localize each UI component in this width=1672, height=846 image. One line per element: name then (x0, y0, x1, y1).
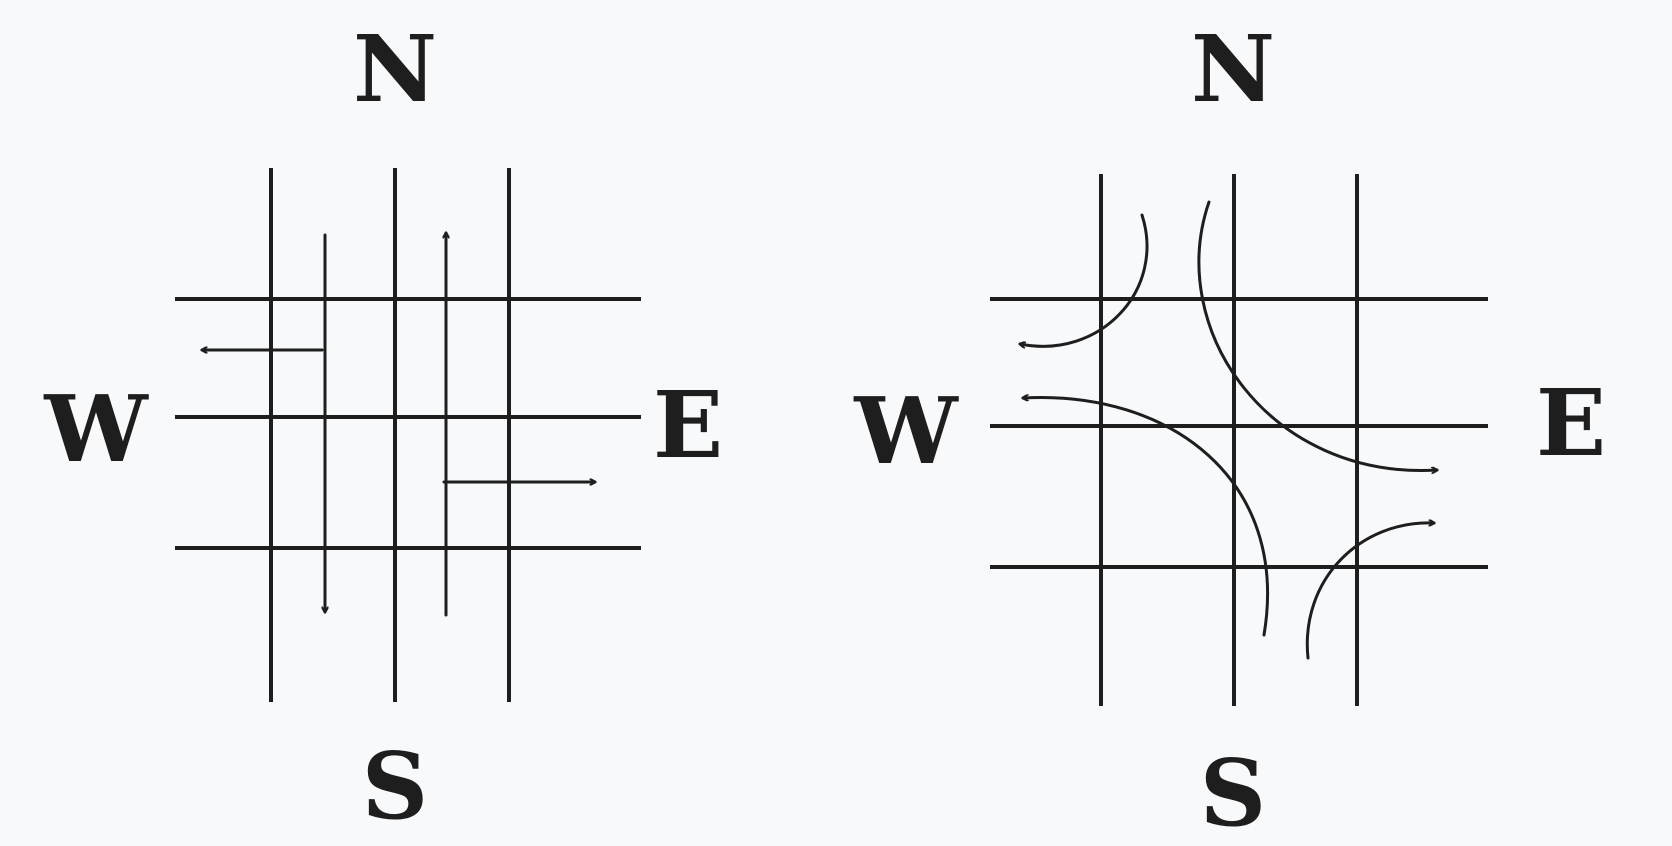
left-south-label: S (362, 732, 428, 840)
right-south-to-east-turn-arrow (1305, 523, 1434, 660)
left-west-label: W (43, 375, 149, 483)
right-south-to-west-turn-arrow (1023, 398, 1270, 637)
right-east-label: E (1536, 369, 1606, 477)
right-north-to-west-turn-arrow (1020, 213, 1149, 346)
left-intersection-diagram: N S W E (43, 15, 723, 840)
right-west-label: W (853, 377, 959, 485)
right-north-label: N (1191, 15, 1275, 123)
left-north-label: N (353, 15, 437, 123)
right-south-label: S (1200, 739, 1266, 846)
right-north-to-east-turn-arrow (1197, 200, 1437, 470)
left-east-label: E (653, 371, 723, 479)
right-intersection-diagram: N S W E (853, 15, 1606, 846)
